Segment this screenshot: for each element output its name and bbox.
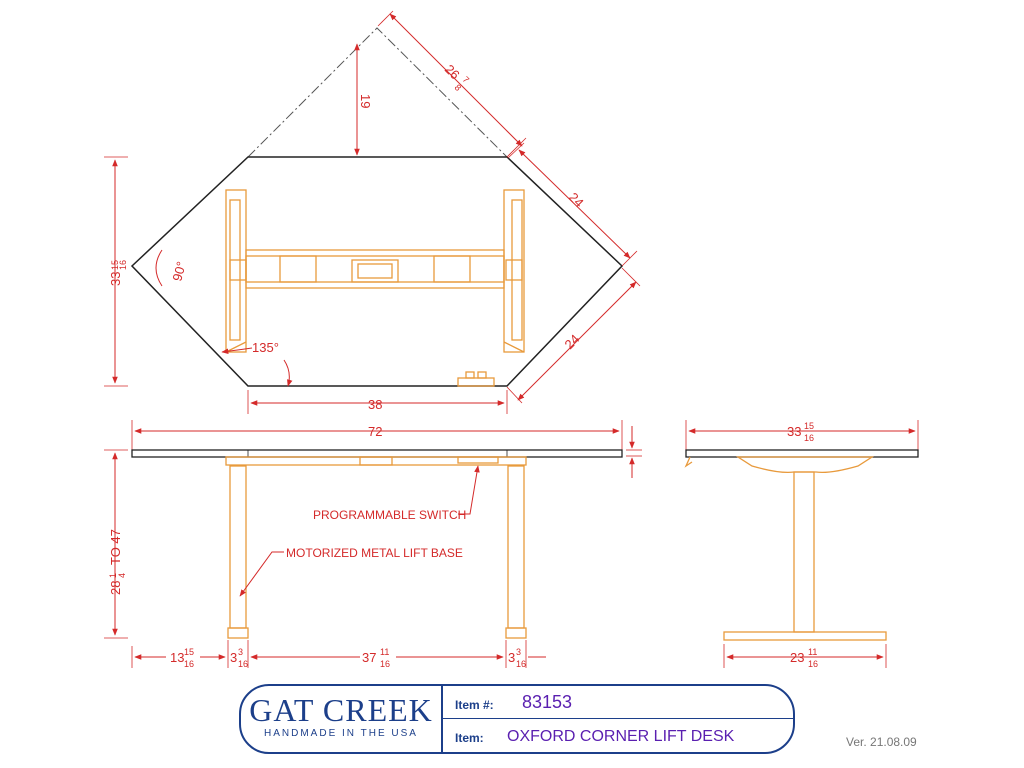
brand-name: GAT CREEK (249, 692, 433, 728)
dim-overall-width: 72 (368, 424, 382, 439)
angle-arc-corner (155, 249, 163, 287)
dim-leg-offset: 13 (170, 650, 184, 665)
dim-diagonal-num: 7 (461, 74, 472, 85)
dim-line-side-upper (518, 149, 631, 259)
dim-height-num: 1 (108, 573, 118, 578)
dim-side-depth-num: 15 (804, 421, 814, 431)
front-view: 72 PROGRAMMABLE SWITCH MOTORIZED METAL L… (104, 420, 642, 669)
corner-phantom-line (247, 27, 508, 158)
version-label: Ver. 21.08.09 (846, 735, 917, 749)
item-name: OXFORD CORNER LIFT DESK (507, 728, 735, 745)
title-divider (441, 718, 793, 719)
lift-base-front (225, 456, 527, 639)
dim-corner-depth: 19 (358, 94, 373, 108)
dim-base-depth-num: 11 (808, 647, 817, 657)
desktop-outline (130, 156, 624, 387)
lift-frame-top-view (225, 189, 525, 387)
item-name-label: Item: (455, 731, 484, 745)
dim-diagonal-den: 8 (453, 82, 464, 93)
dim-leg-offset-num: 15 (184, 647, 194, 657)
dim-foot-width-2-num: 3 (516, 647, 521, 657)
logo: GAT CREEK HANDMADE IN THE USA (241, 686, 443, 752)
side-view: 33 15 16 23 11 16 (684, 420, 919, 669)
dim-side-lower: 24 (562, 331, 583, 352)
desktop-side (685, 449, 919, 458)
note-lift-base: MOTORIZED METAL LIFT BASE (286, 546, 463, 560)
dim-height-whole: 28 (108, 581, 123, 595)
dim-side-depth: 33 (787, 424, 801, 439)
dim-leg-span-num: 11 (380, 647, 389, 657)
dim-foot-width-num: 3 (238, 647, 243, 657)
dim-back-edge: 38 (368, 397, 382, 412)
desktop-front (131, 449, 623, 458)
dim-top-depth: 33 (108, 272, 123, 286)
dim-side-depth-den: 16 (804, 433, 814, 443)
dim-side-upper: 24 (566, 190, 587, 211)
top-view: 19 26 7 8 24 24 33 15 16 90° 135° (104, 10, 641, 414)
dim-leg-offset-den: 16 (184, 659, 194, 669)
dim-top-depth-num: 15 (110, 260, 120, 270)
dim-base-depth-den: 16 (808, 659, 818, 669)
dim-line-diagonal (389, 13, 523, 147)
angle-arc-side (283, 359, 293, 387)
item-number-label: Item #: (455, 698, 494, 712)
dim-top-depth-den: 16 (118, 260, 128, 270)
angle-corner: 90° (169, 260, 189, 283)
dim-foot-width-den: 16 (238, 659, 248, 669)
dim-foot-width: 3 (230, 650, 237, 665)
dim-diagonal: 26 (442, 62, 463, 83)
dim-leg-span: 37 (362, 650, 376, 665)
title-block: GAT CREEK HANDMADE IN THE USA Item #: 83… (239, 684, 795, 754)
brand-tagline: HANDMADE IN THE USA (264, 728, 418, 739)
angle-side: 135° (252, 340, 279, 355)
dim-base-depth: 23 (790, 650, 804, 665)
item-number: 83153 (522, 692, 573, 712)
dim-line-side-lower (517, 281, 637, 401)
dim-height-den: 4 (117, 573, 127, 578)
lift-base-side (684, 456, 887, 641)
dim-leg-span-den: 16 (380, 659, 390, 669)
dim-foot-width-2: 3 (508, 650, 515, 665)
dim-height-rest: TO 47 (108, 529, 123, 565)
note-programmable-switch: PROGRAMMABLE SWITCH (313, 508, 466, 522)
dim-foot-width-2-den: 16 (516, 659, 526, 669)
